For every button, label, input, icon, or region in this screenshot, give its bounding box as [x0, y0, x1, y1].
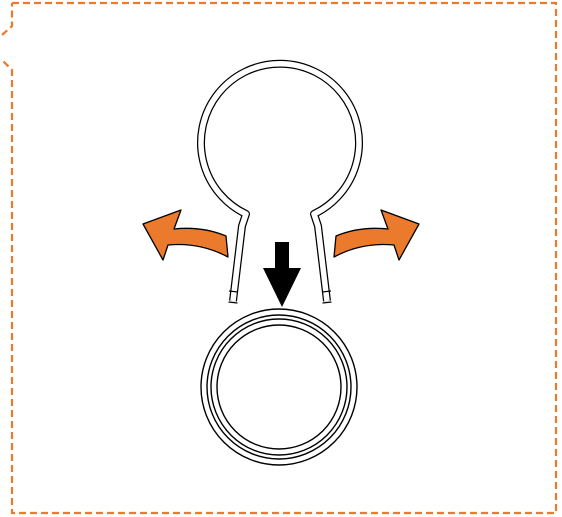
left-leg-end-marker [228, 290, 239, 293]
right-leg-end-marker [321, 290, 332, 293]
left-spread-arrow [142, 209, 229, 261]
open-ring-clip [197, 59, 363, 304]
down-arrow [263, 242, 301, 307]
right-spread-arrow [333, 209, 420, 261]
closed-ring [200, 308, 358, 466]
